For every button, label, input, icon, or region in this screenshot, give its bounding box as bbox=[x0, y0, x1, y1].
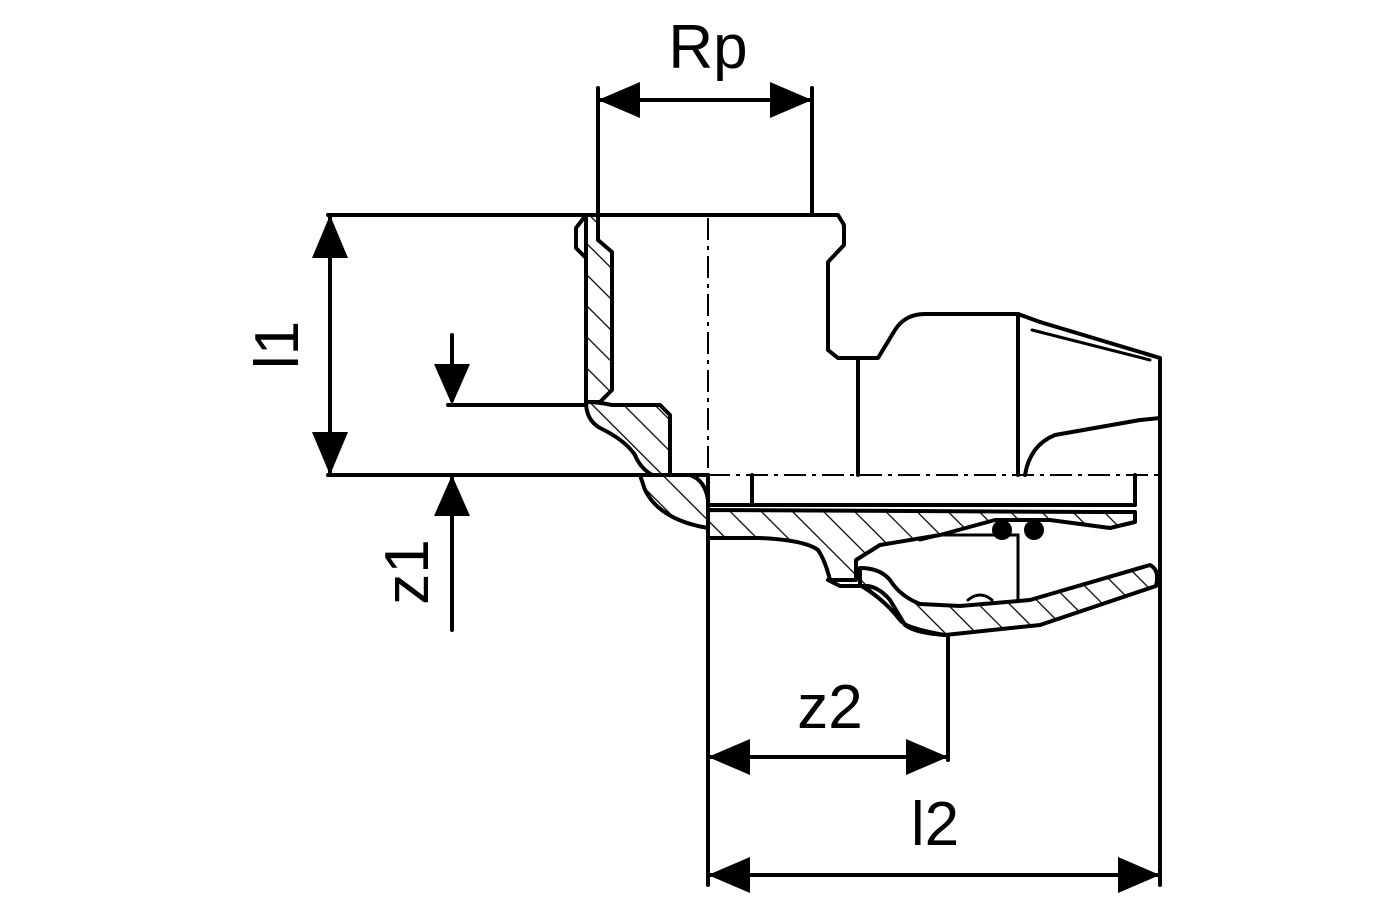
elbow-wall-section bbox=[584, 400, 672, 477]
socket-top-face bbox=[326, 213, 1042, 360]
socket-wall-outer bbox=[574, 213, 588, 400]
l1-arrow-top bbox=[312, 215, 348, 258]
lower-nut-detail bbox=[966, 593, 994, 602]
elbow-outer-section bbox=[638, 473, 710, 530]
dimension-rp: Rp bbox=[596, 13, 814, 118]
pipe-bore bbox=[706, 473, 1137, 507]
lower-body-section bbox=[706, 508, 1137, 582]
l1-label: l1 bbox=[243, 321, 312, 369]
rp-arrow-left bbox=[598, 82, 640, 118]
lower-nut-outline bbox=[826, 578, 947, 637]
nut-cone-inner-line bbox=[1030, 328, 1152, 362]
l2-arrow-right bbox=[1118, 857, 1160, 893]
dimension-l2: l2 bbox=[706, 790, 1162, 893]
nut-cone-upper bbox=[1038, 320, 1162, 887]
z2-arrow-right bbox=[906, 739, 948, 775]
rp-label: Rp bbox=[668, 13, 747, 82]
l2-label: l2 bbox=[911, 790, 959, 859]
z1-label: z1 bbox=[373, 539, 442, 604]
z1-arrow-top bbox=[434, 364, 470, 405]
l2-arrow-left bbox=[708, 857, 750, 893]
socket-wall-section bbox=[584, 213, 614, 404]
rp-arrow-right bbox=[770, 82, 812, 118]
o-ring-1 bbox=[992, 520, 1012, 540]
l1-arrow-bottom bbox=[312, 432, 348, 475]
dimension-l1: l1 bbox=[243, 213, 348, 477]
z2-label: z2 bbox=[797, 673, 862, 742]
inner-cone-curve bbox=[1023, 416, 1162, 477]
z2-arrow-left bbox=[708, 739, 750, 775]
fitting-body bbox=[326, 213, 1162, 887]
dimension-z2: z2 bbox=[706, 673, 950, 775]
lower-nut-section bbox=[858, 563, 1160, 637]
lower-nut-inner bbox=[918, 533, 1020, 602]
z1-arrow-bottom bbox=[434, 475, 470, 516]
o-ring-2 bbox=[1024, 520, 1044, 540]
dimension-z1: z1 bbox=[373, 333, 470, 632]
